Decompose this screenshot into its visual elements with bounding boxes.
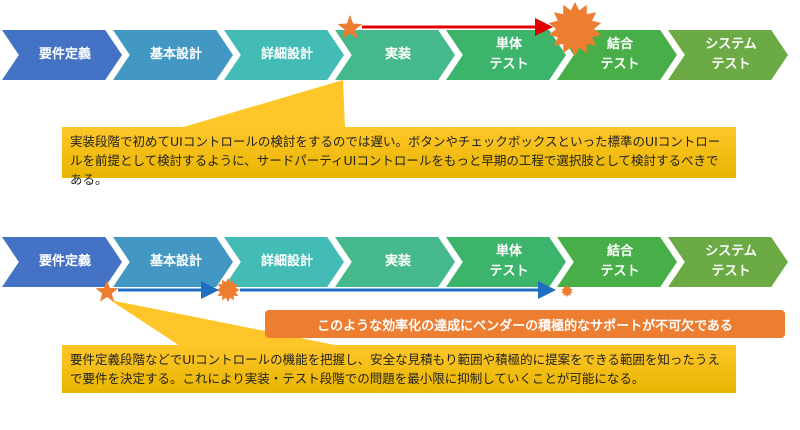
phase-3: 実装	[335, 237, 455, 287]
phase-5: 結合 テスト	[557, 30, 677, 80]
phase-2: 詳細設計	[224, 237, 344, 287]
star-top-icon	[337, 15, 363, 39]
star-bottom-icon	[95, 280, 119, 302]
burst-top-icon	[548, 2, 602, 56]
callout-pointer-top	[180, 80, 345, 128]
phase-6: システム テスト	[668, 30, 788, 80]
phase-1: 基本設計	[113, 237, 233, 287]
phase-2: 詳細設計	[224, 30, 344, 80]
burst-bottom-2-icon	[561, 285, 573, 297]
phase-4: 単体 テスト	[446, 30, 566, 80]
phase-0: 要件定義	[2, 237, 122, 287]
burst-bottom-1-icon	[216, 278, 240, 302]
phase-5: 結合 テスト	[557, 237, 677, 287]
phase-3: 実装	[335, 30, 455, 80]
phase-1: 基本設計	[113, 30, 233, 80]
callout-note-bottom: 要件定義段階などでUIコントロールの機能を把握し、安全な見積もり範囲や積極的に提…	[62, 345, 736, 393]
phase-0: 要件定義	[2, 30, 122, 80]
phase-6: システム テスト	[668, 237, 788, 287]
callout-note-top: 実装段階で初めてUIコントロールの検討をするのでは遅い。ボタンやチェックボックス…	[62, 127, 736, 187]
banner-vendor-support: このような効率化の達成にベンダーの積極的なサポートが不可欠である	[265, 310, 785, 338]
phase-4: 単体 テスト	[446, 237, 566, 287]
